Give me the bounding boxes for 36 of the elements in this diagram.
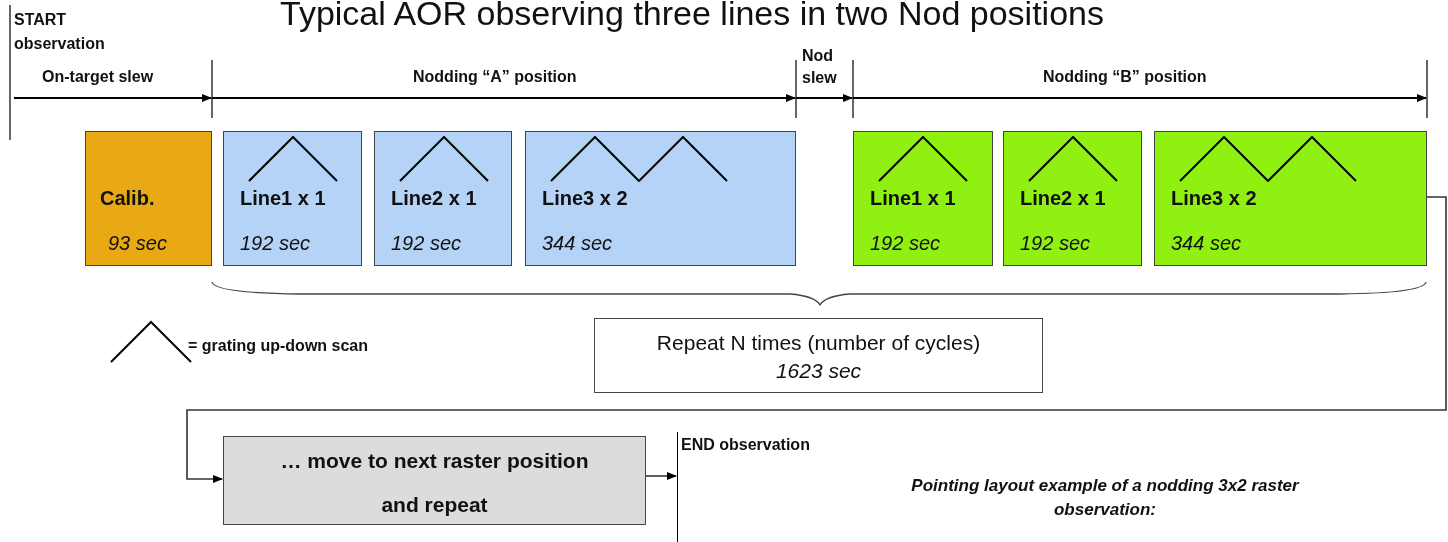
duration: 344 sec <box>542 232 613 255</box>
title: Typical AOR observing three lines in two Nod positions <box>280 0 1104 33</box>
duration: 192 sec <box>391 232 462 255</box>
time-block <box>525 131 796 266</box>
time-block <box>1154 131 1427 266</box>
timeline-label: START observation <box>14 10 106 54</box>
timeline-label: On-target slew <box>42 68 154 86</box>
time-block <box>85 131 212 266</box>
process-box: … move to next raster position and repeat <box>223 436 646 525</box>
caption-text: Pointing layout example of a nodding 3x2 raster observation: <box>910 475 1301 521</box>
time-block <box>223 131 362 266</box>
timeline-label: Nodding “B” position <box>1043 68 1207 86</box>
time-block <box>374 131 512 266</box>
block-title: Line2 x 1 <box>391 187 477 210</box>
duration: 192 sec <box>870 232 941 255</box>
legend-text: = grating up-down scan <box>188 337 368 355</box>
block-title: Line2 x 1 <box>1020 187 1106 210</box>
time-block <box>853 131 993 266</box>
duration: 93 sec <box>108 232 167 255</box>
duration: 1623 sec <box>774 358 863 384</box>
end-label: END observation <box>677 432 827 542</box>
block-title: Line1 x 1 <box>870 187 956 210</box>
note-text: Repeat N times (number of cycles) <box>655 330 982 356</box>
duration: 192 sec <box>240 232 311 255</box>
block-title: Line1 x 1 <box>240 187 326 210</box>
arrow <box>645 472 677 480</box>
arrow <box>186 196 1447 483</box>
timeline-label: Nod slew <box>802 46 838 88</box>
time-block <box>1003 131 1142 266</box>
block-title: Calib. <box>100 187 155 210</box>
note-box <box>594 318 1043 393</box>
timeline-label: Nodding “A” position <box>413 68 577 86</box>
block-title: Line3 x 2 <box>1171 187 1257 210</box>
duration: 344 sec <box>1171 232 1242 255</box>
duration: 192 sec <box>1020 232 1091 255</box>
block-title: Line3 x 2 <box>542 187 628 210</box>
